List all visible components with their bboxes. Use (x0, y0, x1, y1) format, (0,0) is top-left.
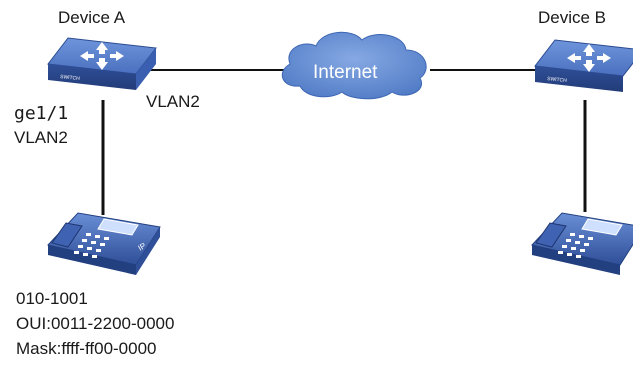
links (101, 69, 587, 215)
switch-icon: SWITCH (47, 37, 157, 90)
svg-text:SWITCH: SWITCH (60, 74, 81, 82)
svg-text:SWITCH: SWITCH (547, 76, 568, 84)
phone-oui: OUI:0011-2200-0000 (16, 314, 175, 333)
ip-phone-icon: IP (47, 212, 161, 275)
internet-label: Internet (313, 62, 378, 83)
cloud-icon (281, 31, 427, 100)
port-label: ge1/1 (14, 103, 69, 124)
switch-icon: SWITCH (534, 39, 633, 92)
device-a-label: Device A (58, 8, 126, 27)
phone-number: 010-1001 (16, 289, 88, 308)
port-vlan-label: VLAN2 (14, 128, 68, 147)
uplink-vlan-label: VLAN2 (146, 92, 200, 111)
phone-mask: Mask:ffff-ff00-0000 (16, 339, 157, 358)
svg-text:IP: IP (137, 241, 148, 253)
device-b-label: Device B (538, 8, 607, 27)
ip-phone-icon (531, 212, 633, 275)
